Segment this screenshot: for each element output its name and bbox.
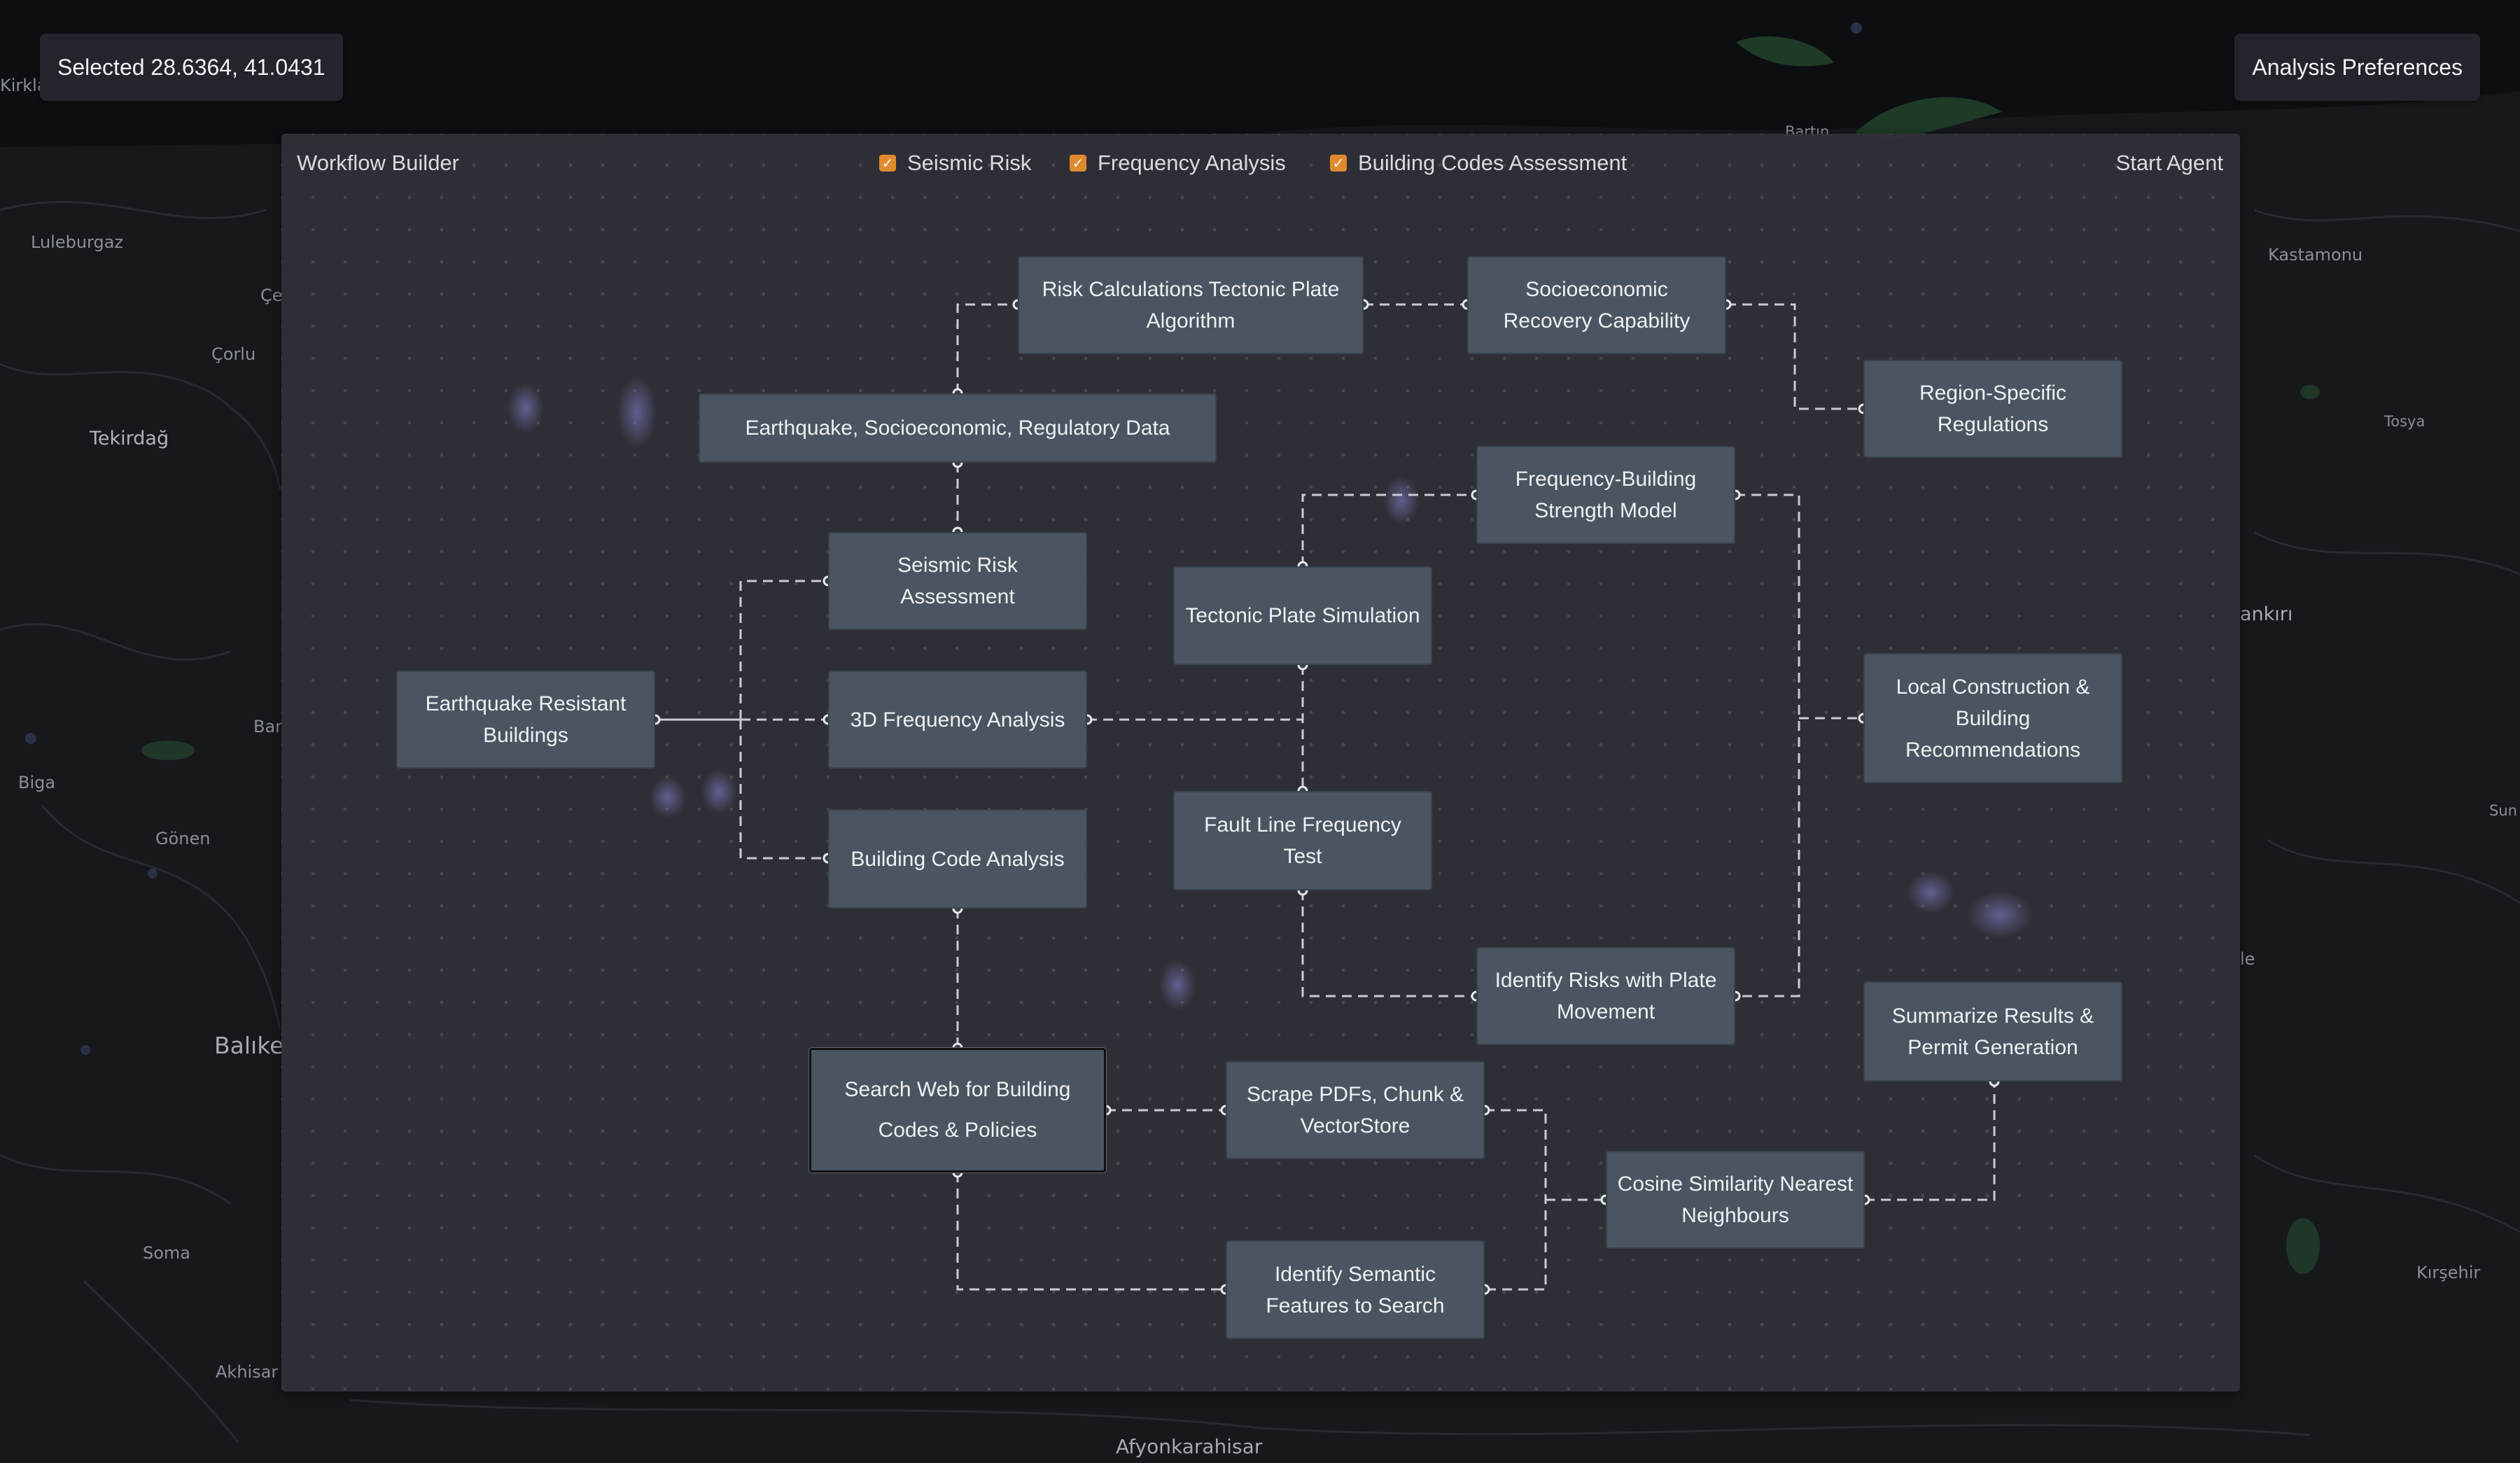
node-earthquake-data[interactable]: Earthquake, Socioeconomic, Regulatory Da… [699,393,1217,463]
checkbox-checked-icon[interactable]: ✓ [879,155,896,172]
map-label-ce: Çe [260,286,283,305]
map-label-afyonkarahisar: Afyonkarahisar [1116,1435,1263,1458]
node-fault-line-frequency-test[interactable]: Fault Line Frequency Test [1173,791,1432,890]
node-building-code-analysis[interactable]: Building Code Analysis [828,809,1087,909]
toggle-label: Building Codes Assessment [1358,150,1628,175]
map-label-le: le [2240,949,2255,969]
map-label-tosya: Tosya [2384,413,2426,430]
map-label-cankiri: ankırı [2240,603,2293,625]
node-3d-frequency-analysis[interactable]: 3D Frequency Analysis [828,671,1087,769]
workflow-builder-title: Workflow Builder [297,150,460,175]
node-frequency-building-model[interactable]: Frequency-Building Strength Model [1476,446,1735,544]
map-label-tekirdag: Tekirdağ [90,428,169,449]
node-summarize-results[interactable]: Summarize Results & Permit Generation [1863,981,2122,1082]
toggle-frequency-analysis[interactable]: ✓ Frequency Analysis [1070,150,1286,176]
toggle-seismic-risk[interactable]: ✓ Seismic Risk [879,150,1031,176]
node-search-web-building-codes[interactable]: Search Web for Building Codes & Policies [809,1048,1106,1172]
toggle-label: Frequency Analysis [1098,150,1286,175]
map-label-akhisar: Akhisar [216,1362,279,1382]
checkbox-checked-icon[interactable]: ✓ [1330,155,1347,172]
node-risk-calculations[interactable]: Risk Calculations Tectonic Plate Algorit… [1018,256,1364,354]
map-label-bar: Bar [253,717,283,736]
map-label-kirsehir: Kırşehir [2416,1263,2481,1282]
map-label-gonen: Gönen [155,829,211,848]
analysis-preferences-button[interactable]: Analysis Preferences [2234,34,2480,101]
node-cosine-similarity[interactable]: Cosine Similarity Nearest Neighbours [1606,1151,1865,1249]
toggle-label: Seismic Risk [907,150,1032,175]
toggle-building-codes-assessment[interactable]: ✓ Building Codes Assessment [1330,150,1627,176]
node-scrape-pdfs[interactable]: Scrape PDFs, Chunk & VectorStore [1226,1061,1485,1159]
node-seismic-risk-assessment[interactable]: Seismic Risk Assessment [828,532,1087,630]
node-tectonic-plate-simulation[interactable]: Tectonic Plate Simulation [1173,566,1432,665]
map-label-balikesir: Balıke [214,1032,284,1059]
map-label-biga: Biga [18,773,56,792]
selected-coordinates: Selected 28.6364, 41.0431 [40,34,343,101]
node-local-construction[interactable]: Local Construction & Building Recommenda… [1863,653,2122,783]
node-earthquake-resistant-buildings[interactable]: Earthquake Resistant Buildings [396,671,655,769]
map-label-sun: Sun [2489,802,2517,819]
node-socioeconomic-recovery[interactable]: Socioeconomic Recovery Capability [1467,256,1726,354]
map-label-soma: Soma [143,1243,191,1263]
checkbox-checked-icon[interactable]: ✓ [1070,155,1086,172]
map-label-corlu: Çorlu [211,344,256,364]
map-label-luleburgaz: Luleburgaz [31,232,124,252]
start-agent-button[interactable]: Start Agent [2115,150,2223,175]
map-label-kastamonu: Kastamonu [2268,245,2363,265]
map-label-kirkla: Kirkla [0,76,48,95]
node-identify-risks-plate-movement[interactable]: Identify Risks with Plate Movement [1476,947,1735,1045]
node-identify-semantic-features[interactable]: Identify Semantic Features to Search [1226,1240,1485,1339]
node-region-specific-regulations[interactable]: Region-Specific Regulations [1863,360,2122,458]
